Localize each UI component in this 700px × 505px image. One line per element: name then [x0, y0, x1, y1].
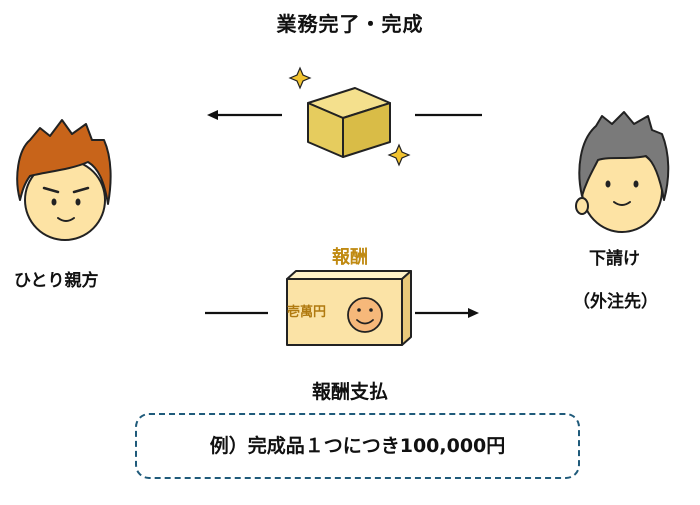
cube-icon — [307, 87, 391, 158]
right-person-label: 下請け — [589, 249, 640, 269]
payment-title: 報酬支払 — [311, 381, 388, 403]
right-person-sublabel: （外注先） — [573, 292, 658, 312]
example-box — [135, 413, 580, 479]
left-person-label: ひとり親方 — [14, 271, 99, 291]
sparkle-icon — [288, 66, 312, 90]
money-envelope — [286, 270, 412, 346]
smiley-face-icon — [347, 297, 383, 333]
diagram-title: 業務完了・完成 — [276, 12, 424, 36]
bottom-arrow-right — [415, 308, 479, 318]
sparkle-icon — [387, 143, 411, 167]
example-text: 例）完成品１つにつき100,000円 — [209, 435, 506, 457]
fee-title: 報酬 — [332, 247, 368, 268]
right-person-avatar — [575, 111, 670, 233]
money-label: 壱萬円 — [287, 305, 327, 320]
top-arrow-left — [207, 110, 282, 120]
left-person-avatar — [16, 119, 112, 241]
